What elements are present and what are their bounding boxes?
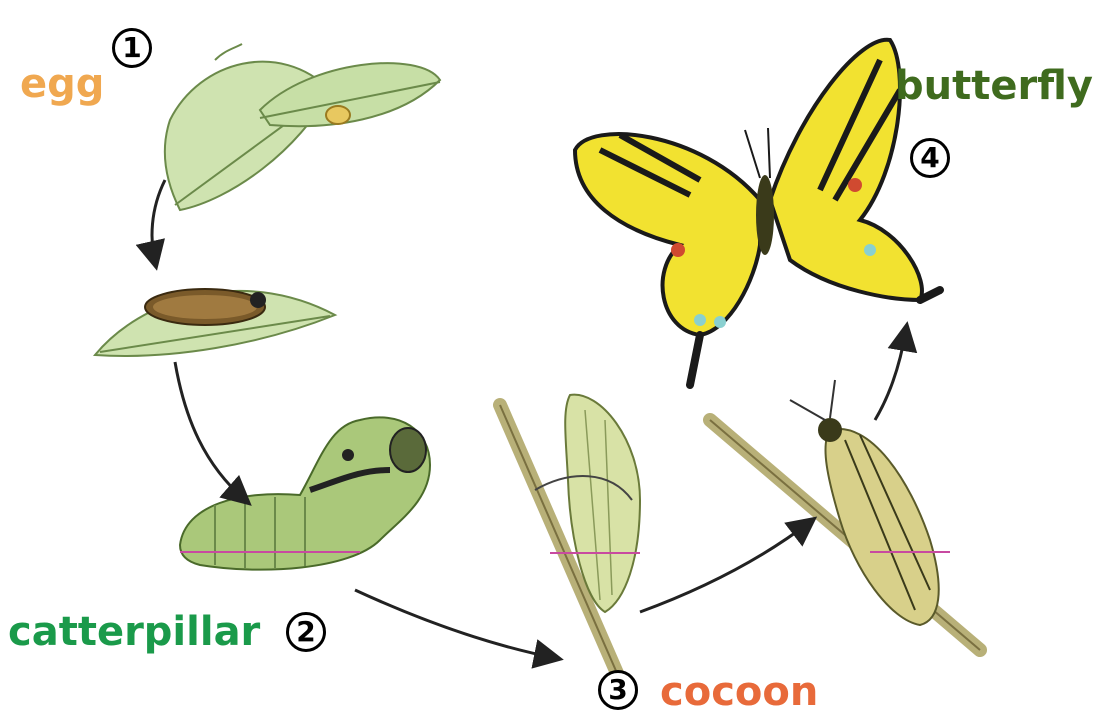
step-3-badge: 3 — [598, 670, 638, 710]
catterpillar-label: catterpillar — [8, 612, 260, 652]
arrow-egg-to-larva — [152, 180, 165, 262]
egg-leaf-illustration — [165, 44, 440, 210]
arrow-larva-to-caterpillar — [175, 362, 245, 500]
step-4-badge: 4 — [910, 138, 950, 178]
cocoon-illustration — [500, 395, 640, 680]
butterfly-illustration — [575, 40, 940, 385]
arrow-emerging-to-butterfly — [875, 330, 906, 420]
arrow-caterpillar-to-cocoon — [355, 590, 555, 658]
young-caterpillar-illustration — [95, 289, 335, 356]
arrow-cocoon-to-emerging — [640, 522, 810, 612]
egg-icon — [326, 106, 350, 124]
butterfly-label: butterfly — [895, 66, 1093, 106]
egg-label: egg — [20, 64, 104, 104]
step-1-badge: 1 — [112, 28, 152, 68]
caterpillar-illustration — [180, 417, 430, 569]
cocoon-label: cocoon — [660, 672, 818, 712]
emerging-butterfly-illustration — [710, 380, 980, 650]
step-2-badge: 2 — [286, 612, 326, 652]
